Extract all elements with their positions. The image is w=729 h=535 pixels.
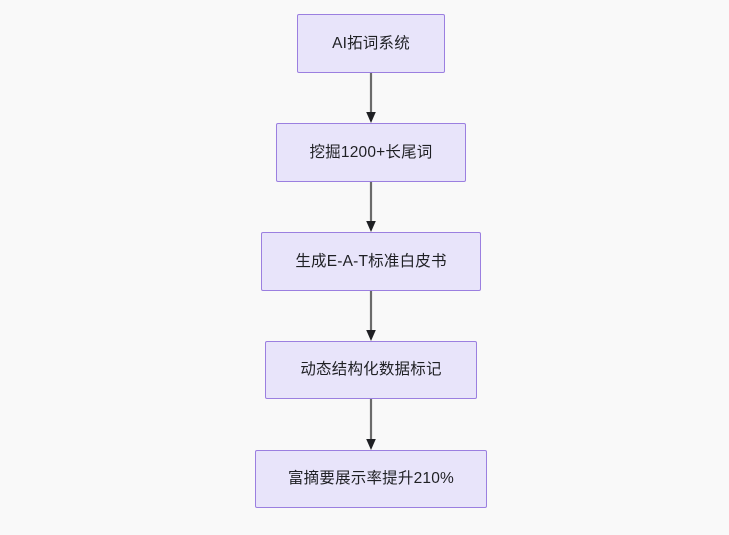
arrow-icon — [366, 73, 376, 123]
arrow-icon — [366, 182, 376, 232]
node-label: 富摘要展示率提升210% — [287, 470, 455, 488]
flowchart-node-generate-eat-whitepaper[interactable]: 生成E-A-T标准白皮书 — [261, 232, 481, 291]
flowchart-node-dynamic-structured-data-markup[interactable]: 动态结构化数据标记 — [265, 341, 477, 399]
flowchart-node-rich-snippet-impression-uplift[interactable]: 富摘要展示率提升210% — [255, 450, 487, 508]
flowchart-node-ai-keyword-system[interactable]: AI拓词系统 — [297, 14, 445, 73]
node-label: 挖掘1200+长尾词 — [309, 143, 433, 161]
edge-node2-to-node3 — [365, 182, 377, 232]
edge-node4-to-node5 — [365, 399, 377, 450]
node-label: 生成E-A-T标准白皮书 — [295, 252, 447, 270]
arrow-icon — [366, 399, 376, 450]
node-label: 动态结构化数据标记 — [300, 361, 442, 379]
node-label: AI拓词系统 — [332, 34, 410, 52]
edge-node1-to-node2 — [365, 73, 377, 123]
flowchart-node-mine-longtail-keywords[interactable]: 挖掘1200+长尾词 — [276, 123, 466, 182]
edge-node3-to-node4 — [365, 291, 377, 341]
arrow-icon — [366, 291, 376, 341]
